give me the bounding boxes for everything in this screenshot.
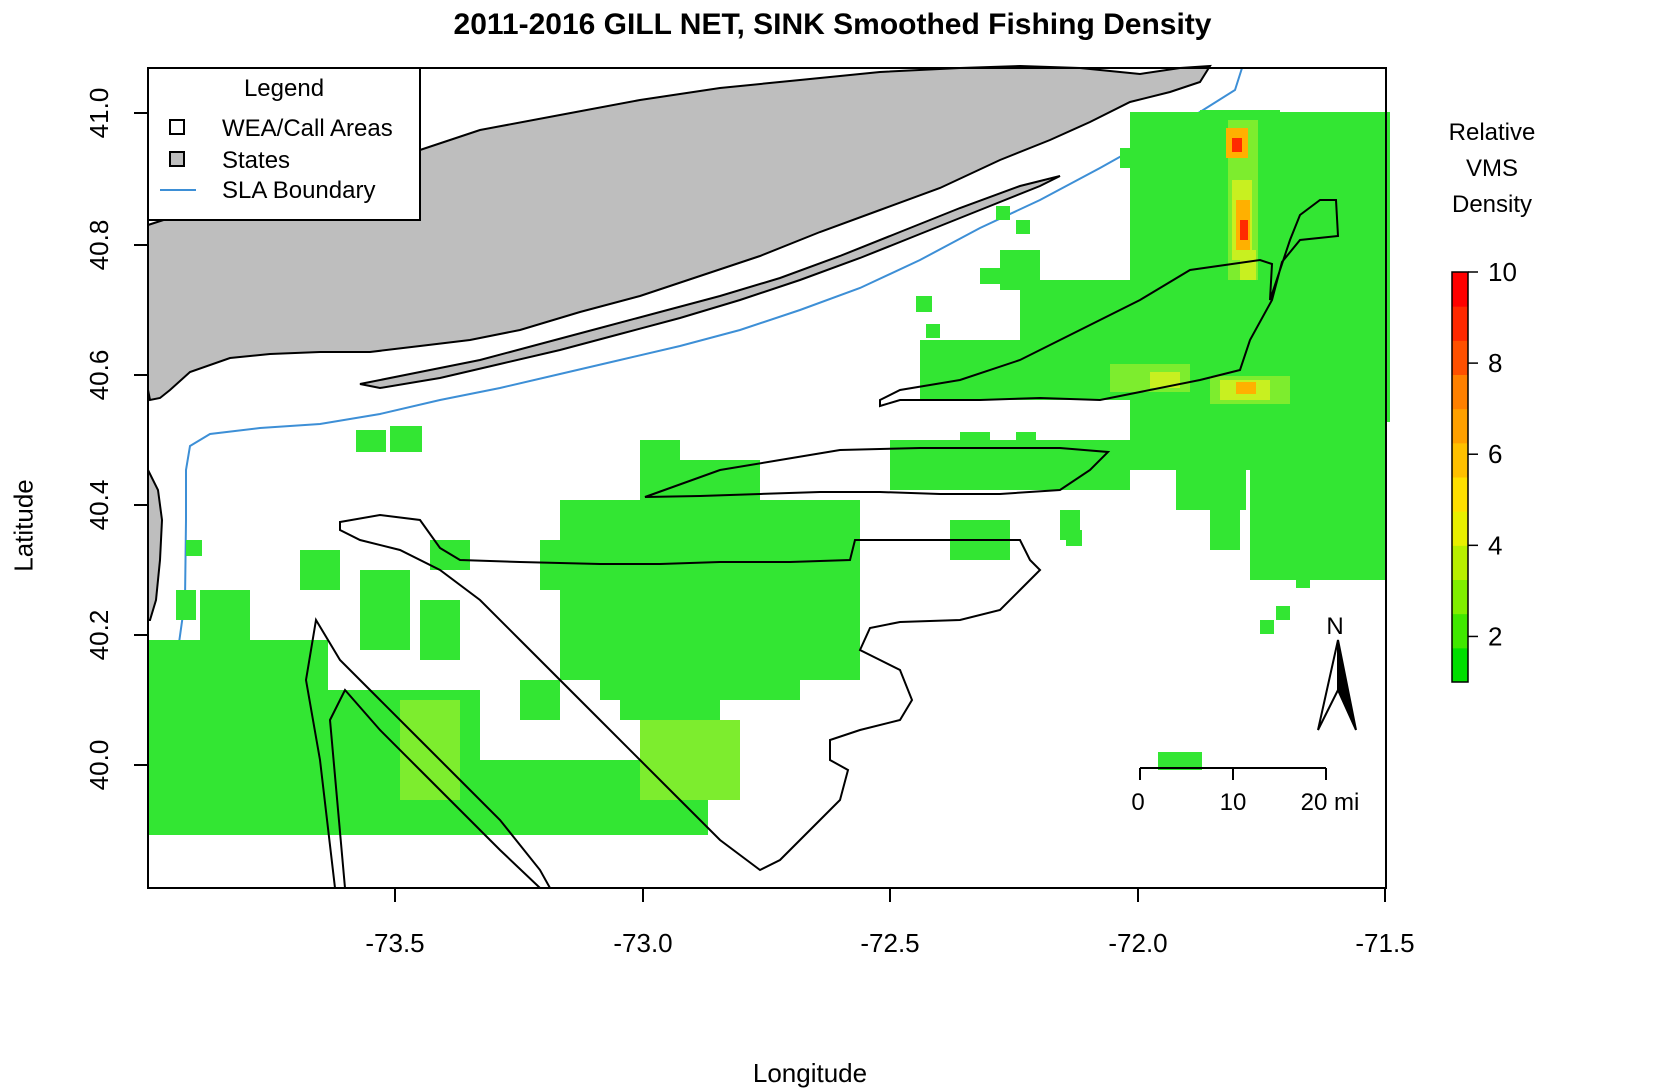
north-arrow-icon: [1317, 639, 1339, 731]
density-cell: [996, 206, 1010, 220]
plot-frame: [147, 67, 1387, 889]
colorbar-segment: [1452, 511, 1468, 546]
y-tick-label: 40.8: [84, 220, 114, 271]
density-cell: [390, 426, 422, 452]
wea-area-ny-bight: [644, 447, 1111, 498]
colorbar-segment: [1452, 272, 1468, 307]
scale-label-0: 0: [1131, 789, 1144, 816]
density-cell: [520, 680, 560, 720]
wea-area-hudson-north: [879, 199, 1340, 408]
y-tick-label: 40.4: [84, 480, 114, 531]
colorbar-segment: [1452, 647, 1468, 683]
density-cell: [1240, 220, 1248, 240]
colorbar-segment: [1452, 545, 1468, 580]
colorbar-tick-label: 4: [1488, 530, 1502, 560]
density-cell: [916, 296, 932, 312]
y-tick-label: 40.6: [84, 350, 114, 401]
density-cell: [1016, 220, 1030, 234]
legend-label-sla: SLA Boundary: [222, 177, 375, 204]
density-cell: [980, 268, 1000, 284]
colorbar-segment: [1452, 340, 1468, 375]
legend-swatch-states: [169, 151, 185, 167]
legend-label-wea: WEA/Call Areas: [222, 115, 393, 142]
legend-box: Legend WEA/Call Areas States SLA Boundar…: [147, 67, 421, 221]
colorbar-segment: [1452, 442, 1468, 478]
states-land: [147, 64, 1212, 621]
density-cell: [186, 540, 202, 556]
colorbar-tick-label: 6: [1488, 439, 1502, 469]
density-cell: [1210, 510, 1240, 550]
density-cell: [1066, 530, 1082, 546]
density-cell: [1296, 574, 1310, 588]
density-cell: [1260, 620, 1274, 634]
colorbar-tick-label: 8: [1488, 348, 1502, 378]
density-cell: [1240, 250, 1256, 280]
density-cell: [1176, 470, 1246, 510]
colorbar-tick-label: 10: [1488, 257, 1517, 287]
density-cell: [920, 340, 1020, 400]
colorbar-segment: [1452, 306, 1468, 341]
density-cell: [1150, 372, 1180, 388]
density-cell: [300, 550, 340, 590]
density-cell: [1250, 270, 1386, 580]
legend-swatch-wea: [169, 119, 185, 135]
scale-bar: [1139, 767, 1327, 780]
north-arrow: N: [1317, 613, 1357, 731]
x-axis-label: Longitude: [752, 1058, 868, 1088]
density-cell: [600, 560, 800, 700]
fishing-density-layer: [148, 110, 1390, 835]
colorbar-segment: [1452, 477, 1468, 512]
y-tick-label: 40.0: [84, 740, 114, 791]
density-cell: [1000, 250, 1040, 290]
density-cell: [1232, 138, 1242, 152]
density-cell: [640, 440, 680, 500]
density-cell: [176, 590, 196, 620]
legend-title: Legend: [244, 75, 324, 102]
x-tick-label: -72.0: [1108, 928, 1167, 958]
x-tick-label: -72.5: [860, 928, 919, 958]
colorbar-segment: [1452, 579, 1468, 615]
wea-call-areas: [304, 199, 1340, 889]
density-cell: [1236, 382, 1256, 394]
colorbar-title-2: VMS: [1466, 155, 1518, 182]
colorbar: 2 4 6 8 10: [1451, 257, 1517, 683]
density-cell: [420, 600, 460, 660]
north-arrow-label: N: [1326, 613, 1343, 640]
density-cell: [360, 570, 410, 650]
density-cell: [356, 430, 386, 452]
density-cell: [620, 680, 720, 720]
colorbar-segment: [1452, 613, 1468, 649]
y-tick-label: 41.0: [84, 88, 114, 139]
density-cell: [200, 590, 250, 650]
colorbar-tick-label: 2: [1488, 621, 1502, 651]
map-title: 2011-2016 GILL NET, SINK Smoothed Fishin…: [453, 8, 1212, 41]
density-cell: [1120, 148, 1140, 168]
x-tick-label: -73.5: [365, 928, 424, 958]
colorbar-segment: [1452, 374, 1468, 410]
density-cell: [640, 720, 740, 800]
scale-label-10: 10: [1220, 789, 1247, 816]
colorbar-frame: [1451, 271, 1469, 683]
density-cell: [1276, 606, 1290, 620]
barrier-islands: [359, 175, 1061, 390]
wea-area-central: [339, 513, 1042, 872]
y-axis-label: Latitude: [8, 479, 39, 572]
x-tick-label: -71.5: [1355, 928, 1414, 958]
density-cell: [540, 540, 580, 590]
density-cell: [1158, 752, 1202, 770]
density-cell: [1130, 400, 1260, 470]
x-axis: -73.5 -73.0 -72.5 -72.0 -71.5: [365, 888, 1415, 958]
y-tick-label: 40.2: [84, 610, 114, 661]
density-cell: [926, 324, 940, 338]
scale-label-20: 20 mi: [1301, 789, 1360, 816]
x-tick-label: -73.0: [613, 928, 672, 958]
density-cell: [680, 460, 760, 510]
y-axis: 40.0 40.2 40.4 40.6 40.8 41.0: [84, 88, 148, 791]
legend-label-states: States: [222, 147, 290, 174]
colorbar-title-1: Relative: [1449, 119, 1536, 146]
sla-boundary-line: [147, 67, 1243, 791]
colorbar-title-3: Density: [1452, 191, 1532, 218]
colorbar-segment: [1452, 408, 1468, 444]
